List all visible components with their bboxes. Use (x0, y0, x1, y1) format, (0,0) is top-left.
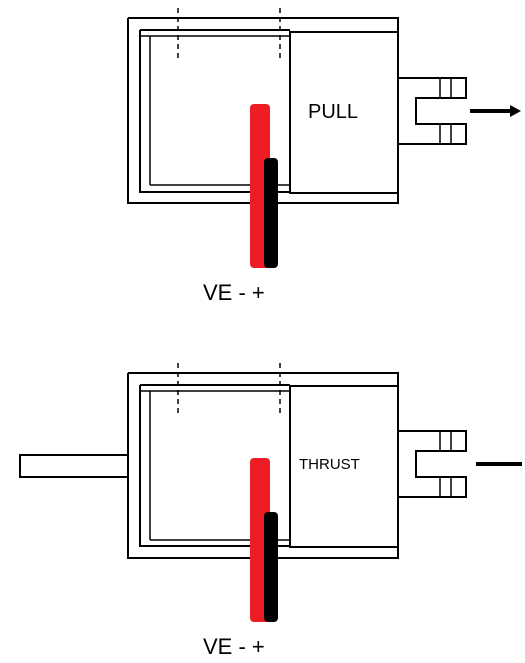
pull-solenoid: PULL VE - + (127, 8, 521, 305)
negative-wire (264, 512, 278, 622)
diagram-label: PULL (308, 101, 358, 123)
solenoid-housing (127, 17, 399, 204)
negative-wire (264, 158, 278, 268)
thrust-solenoid: THRUST VE - + (19, 363, 522, 659)
plunger (289, 31, 399, 194)
voltage-label: VE - + (203, 634, 265, 659)
thrust-rod (19, 454, 129, 478)
clevis (398, 430, 467, 498)
plunger (289, 385, 399, 548)
voltage-label: VE - + (203, 280, 265, 305)
arrow-right-icon (470, 105, 521, 117)
diagram-label: THRUST (299, 456, 360, 473)
clevis (398, 77, 467, 145)
